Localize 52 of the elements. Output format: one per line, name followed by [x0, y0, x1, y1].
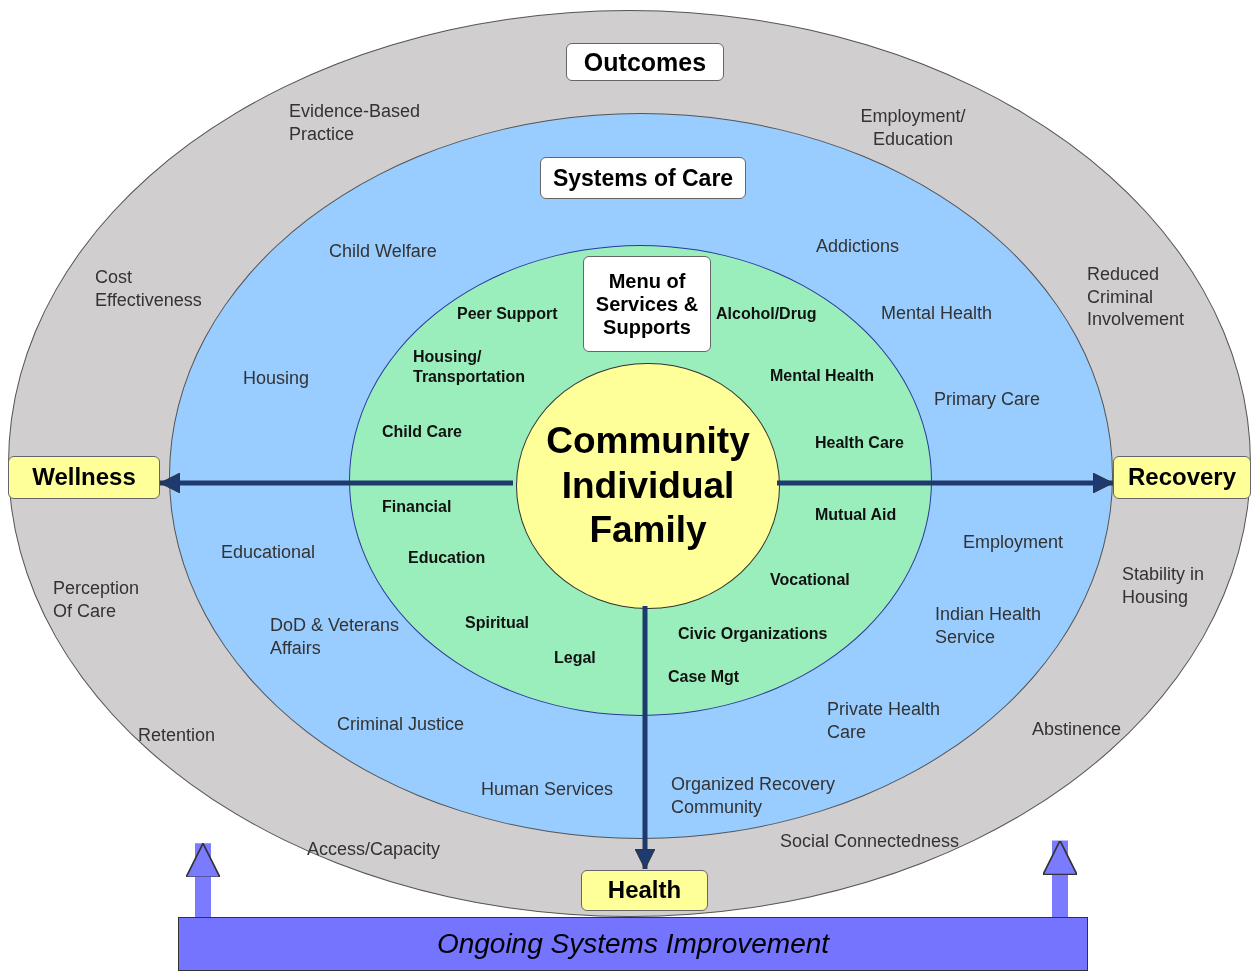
- category-label: DoD & Veterans Affairs: [270, 614, 401, 659]
- heading-box: Outcomes: [566, 43, 724, 81]
- arrow: [159, 472, 513, 494]
- category-label: Perception Of Care: [53, 577, 141, 622]
- category-label: Reduced Criminal Involvement: [1087, 263, 1186, 331]
- arrow: [1042, 839, 1078, 917]
- category-label: Primary Care: [934, 388, 1040, 411]
- service-label: Alcohol/Drug: [716, 304, 817, 324]
- category-label: Housing: [243, 367, 310, 390]
- service-label: Case Mgt: [668, 667, 740, 687]
- service-label: Mental Health: [770, 366, 874, 386]
- service-label: Financial: [382, 497, 452, 517]
- category-label: Stability in Housing: [1122, 563, 1206, 608]
- outcome-box: [581, 870, 708, 911]
- category-label: Criminal Justice: [337, 713, 465, 736]
- category-label: Human Services: [481, 778, 614, 801]
- bar-title: Ongoing Systems Improvement: [436, 927, 830, 961]
- category-label: Indian Health Service: [935, 603, 1043, 648]
- category-label: Employment/ Education: [859, 105, 967, 150]
- outcome-title: Recovery: [1127, 463, 1237, 492]
- service-label: Housing/ Transportation: [413, 347, 526, 387]
- category-label: Educational: [221, 541, 316, 564]
- category-label: Social Connectedness: [780, 830, 960, 853]
- category-label: Mental Health: [881, 302, 993, 325]
- arrow: [634, 606, 656, 870]
- category-label: Employment: [963, 531, 1064, 554]
- service-label: Spiritual: [465, 613, 529, 633]
- service-label: Vocational: [770, 570, 850, 590]
- heading-box: Menu of Services & Supports: [583, 256, 711, 352]
- service-label: Civic Organizations: [678, 624, 828, 644]
- category-label: Evidence-Based Practice: [289, 100, 422, 145]
- service-label: Peer Support: [457, 304, 558, 324]
- service-label: Education: [408, 548, 486, 568]
- service-label: Mutual Aid: [815, 505, 897, 525]
- outcome-title: Wellness: [32, 463, 136, 492]
- category-label: Private Health Care: [827, 698, 942, 743]
- category-label: Retention: [138, 724, 216, 747]
- category-label: Cost Effectiveness: [95, 266, 203, 311]
- arrow: [777, 472, 1114, 494]
- category-label: Addictions: [816, 235, 900, 258]
- category-label: Organized Recovery Community: [671, 773, 837, 818]
- improvement-bar: [178, 917, 1088, 971]
- category-label: Abstinence: [1032, 718, 1122, 741]
- arrow: [185, 842, 221, 917]
- service-label: Legal: [554, 648, 596, 668]
- outcome-title: Health: [607, 876, 682, 905]
- category-label: Child Welfare: [329, 240, 437, 263]
- center-title: Community Individual Family: [545, 419, 751, 553]
- service-label: Child Care: [382, 422, 462, 442]
- category-label: Access/Capacity: [307, 838, 441, 861]
- service-label: Health Care: [815, 433, 904, 453]
- heading-box: Systems of Care: [540, 157, 746, 199]
